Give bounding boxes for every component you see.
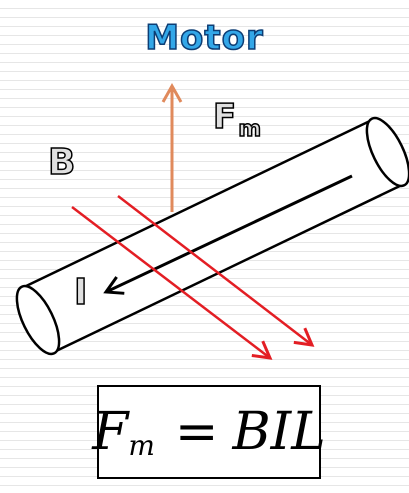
force-label-subscript: m <box>237 117 262 142</box>
force-label: Fm <box>212 97 262 141</box>
formula-equals: = <box>174 402 219 462</box>
field-line-1 <box>71 206 273 360</box>
formula-rhs: BIL <box>232 402 326 462</box>
force-label-main: F <box>212 97 237 137</box>
field-line-2 <box>117 195 315 347</box>
current-arrow <box>103 174 353 295</box>
formula-lhs-main: F <box>92 402 129 462</box>
diagram-title: Motor <box>144 17 264 59</box>
field-label: B <box>47 142 76 183</box>
formula-lhs: Fm <box>92 402 155 462</box>
formula-lhs-subscript: m <box>128 429 155 462</box>
current-label: I <box>73 272 88 313</box>
formula-box: Fm = BIL <box>92 385 326 479</box>
